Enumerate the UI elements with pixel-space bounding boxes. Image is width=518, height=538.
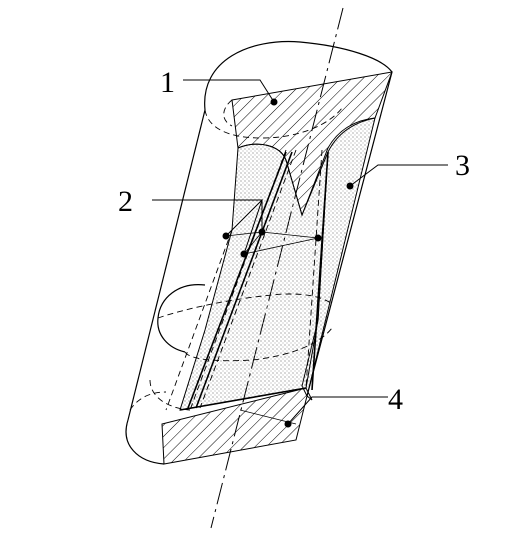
leader-lines (152, 79, 448, 425)
cylinder-body (125, 40, 393, 465)
callout-1: 1 (160, 66, 175, 99)
mid-lobe-arc (157, 284, 206, 353)
construction-lines (225, 231, 319, 425)
bottom-section-face (161, 387, 313, 465)
callout-3: 3 (455, 149, 470, 182)
callout-2: 2 (118, 185, 133, 218)
wedge-edges (179, 151, 329, 411)
callout-4: 4 (388, 383, 403, 416)
hidden-contours (129, 99, 343, 411)
